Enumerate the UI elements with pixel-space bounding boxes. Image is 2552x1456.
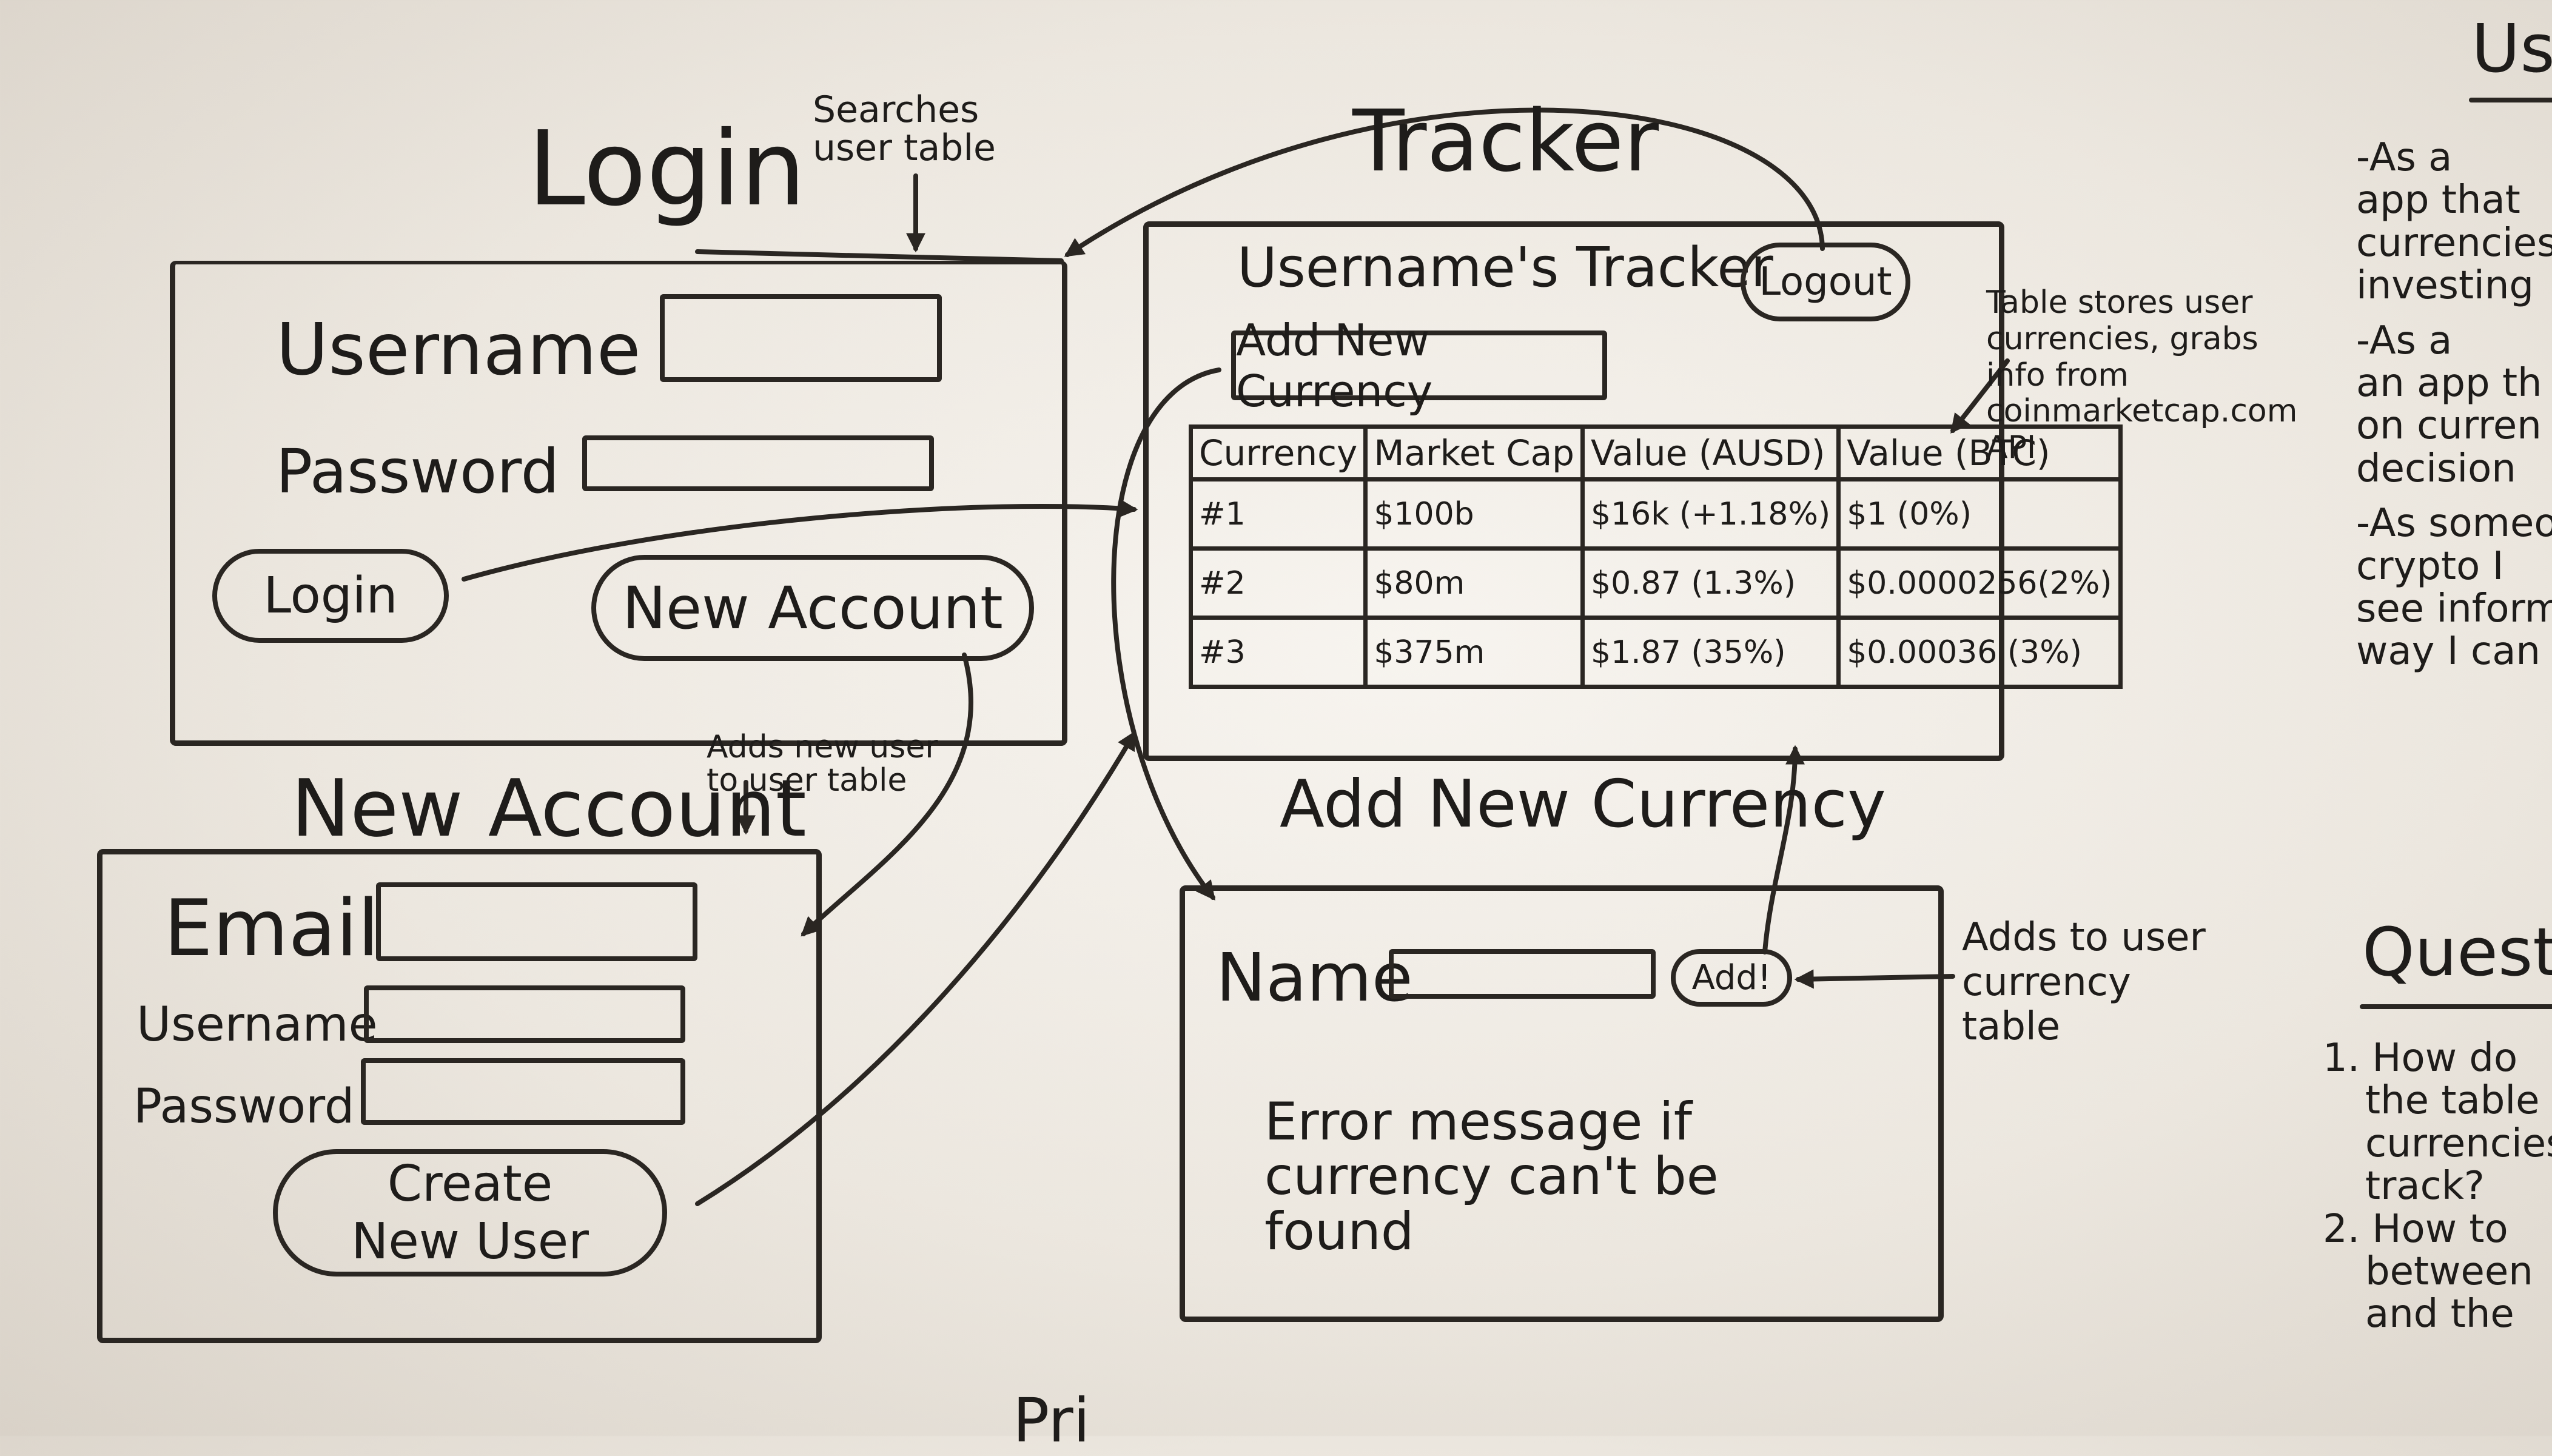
login-password-label: Password bbox=[276, 436, 560, 507]
cell-market-cap: $80m bbox=[1363, 546, 1585, 620]
table-row[interactable]: #3 $375m $1.87 (35%) $0.00036 (3%) bbox=[1188, 616, 2123, 689]
logout-to-login-arrow bbox=[1064, 107, 1825, 257]
cell-value-ausd: $1.87 (35%) bbox=[1580, 616, 1841, 689]
cell-value-ausd: $16k (+1.18%) bbox=[1580, 477, 1841, 551]
login-username-label: Username bbox=[276, 307, 641, 391]
cell-value-ausd: $0.87 (1.3%) bbox=[1580, 546, 1841, 620]
login-button-label: Login bbox=[263, 567, 398, 625]
tracker-table-note: Table stores user currencies, grabs info… bbox=[1986, 284, 2298, 466]
new-account-email-label: Email bbox=[164, 884, 380, 974]
user-story-line: -As a bbox=[2356, 318, 2453, 363]
bottom-cropped-text: Pri bbox=[1013, 1385, 1090, 1456]
add-new-currency-button[interactable]: Add New Currency bbox=[1231, 315, 1607, 417]
question-line: 1. How do bbox=[2323, 1037, 2518, 1081]
user-story-line: an app th bbox=[2356, 360, 2542, 406]
column-header-value-btc[interactable]: Value (BTC) bbox=[1836, 424, 2123, 481]
currency-table: Currency Market Cap Value (AUSD) Value (… bbox=[1188, 424, 2123, 689]
table-stores-note-arrow bbox=[1950, 358, 2010, 434]
user-story-line: currencies bbox=[2356, 220, 2552, 266]
user-stories-list: -As a app that currencies investing -As … bbox=[2356, 136, 2552, 673]
user-story-line: crypto I bbox=[2356, 543, 2504, 589]
add-currency-to-panel-arrow bbox=[1111, 367, 1221, 901]
adds-to-user-note-arrow bbox=[1794, 969, 1955, 989]
new-account-password-label: Password bbox=[133, 1079, 355, 1134]
add-currency-name-label: Name bbox=[1216, 939, 1413, 1016]
create-new-user-button-label: Create New User bbox=[351, 1155, 589, 1270]
user-story-line: decision bbox=[2356, 446, 2516, 491]
question-line: and the bbox=[2365, 1292, 2514, 1336]
new-account-username-input[interactable] bbox=[364, 985, 685, 1043]
create-user-to-tracker-arrow bbox=[695, 730, 1137, 1206]
login-panel bbox=[170, 261, 1067, 746]
new-account-note: Adds new user to user table bbox=[707, 729, 938, 799]
newaccount-to-form-arrow bbox=[801, 653, 973, 937]
create-new-user-button[interactable]: Create New User bbox=[273, 1149, 667, 1277]
login-title: Login bbox=[528, 109, 806, 229]
tracker-title: Tracker bbox=[1352, 92, 1659, 191]
question-line: track? bbox=[2365, 1164, 2485, 1209]
user-story-line: on curren bbox=[2356, 403, 2542, 449]
login-password-input[interactable] bbox=[582, 435, 934, 491]
add-to-tracker-arrow bbox=[1762, 745, 1805, 954]
user-stories-title: Us bbox=[2471, 10, 2552, 87]
column-header-currency[interactable]: Currency bbox=[1188, 424, 1368, 481]
login-search-note: Searches user table bbox=[813, 89, 996, 169]
cell-market-cap: $375m bbox=[1363, 616, 1585, 689]
login-top-edge-line bbox=[695, 249, 1064, 263]
question-line: the table bbox=[2365, 1078, 2540, 1124]
add-currency-submit-button-label: Add! bbox=[1691, 958, 1771, 998]
add-currency-panel bbox=[1180, 885, 1944, 1322]
cell-value-btc: $0.0000256(2%) bbox=[1836, 546, 2123, 620]
new-account-password-input[interactable] bbox=[361, 1058, 685, 1125]
add-currency-submit-button[interactable]: Add! bbox=[1671, 949, 1792, 1007]
login-to-tracker-arrow bbox=[462, 498, 1138, 582]
new-account-button[interactable]: New Account bbox=[591, 555, 1034, 661]
question-line: currencies bbox=[2365, 1121, 2552, 1166]
table-row[interactable]: #1 $100b $16k (+1.18%) $1 (0%) bbox=[1188, 477, 2123, 551]
cell-value-btc: $0.00036 (3%) bbox=[1836, 616, 2123, 689]
new-account-username-label: Username bbox=[136, 998, 378, 1052]
cell-currency: #1 bbox=[1188, 477, 1368, 551]
cell-currency: #2 bbox=[1188, 546, 1368, 620]
add-currency-note: Adds to user currency table bbox=[1962, 915, 2206, 1050]
column-header-value-ausd[interactable]: Value (AUSD) bbox=[1580, 424, 1841, 481]
new-account-button-label: New Account bbox=[622, 574, 1003, 642]
login-button[interactable]: Login bbox=[212, 549, 449, 643]
user-story-line: investing bbox=[2356, 263, 2534, 309]
logout-button[interactable]: Logout bbox=[1741, 243, 1910, 321]
add-currency-name-input[interactable] bbox=[1389, 949, 1656, 999]
cell-market-cap: $100b bbox=[1363, 477, 1585, 551]
new-account-panel bbox=[97, 849, 822, 1343]
add-new-currency-button-label: Add New Currency bbox=[1236, 314, 1433, 417]
user-story-line: way I can u bbox=[2356, 629, 2552, 673]
questions-title: Quest bbox=[2362, 913, 2552, 991]
question-line: between bbox=[2365, 1249, 2533, 1294]
user-story-line: app that bbox=[2356, 178, 2520, 223]
cell-currency: #3 bbox=[1188, 616, 1368, 689]
user-story-line: -As a bbox=[2356, 136, 2453, 180]
cell-value-btc: $1 (0%) bbox=[1836, 477, 2123, 551]
user-story-line: see informa bbox=[2356, 586, 2552, 631]
question-line: 2. How to bbox=[2323, 1206, 2508, 1252]
questions-list: 1. How do the table currencies track? 2.… bbox=[2323, 1037, 2552, 1336]
user-story-line: -As someo bbox=[2356, 501, 2552, 546]
add-currency-title: Add New Currency bbox=[1280, 767, 1886, 842]
new-account-email-input[interactable] bbox=[376, 882, 697, 961]
tracker-heading: Username's Tracker bbox=[1237, 236, 1773, 300]
column-header-market-cap[interactable]: Market Cap bbox=[1363, 424, 1585, 481]
add-currency-error-text: Error message if currency can't be found bbox=[1264, 1092, 1719, 1262]
new-account-title: New Account bbox=[291, 762, 807, 854]
logout-button-label: Logout bbox=[1759, 260, 1892, 304]
table-row[interactable]: #2 $80m $0.87 (1.3%) $0.0000256(2%) bbox=[1188, 546, 2123, 620]
login-username-input[interactable] bbox=[660, 294, 942, 382]
currency-table-header: Currency Market Cap Value (AUSD) Value (… bbox=[1188, 424, 2123, 481]
